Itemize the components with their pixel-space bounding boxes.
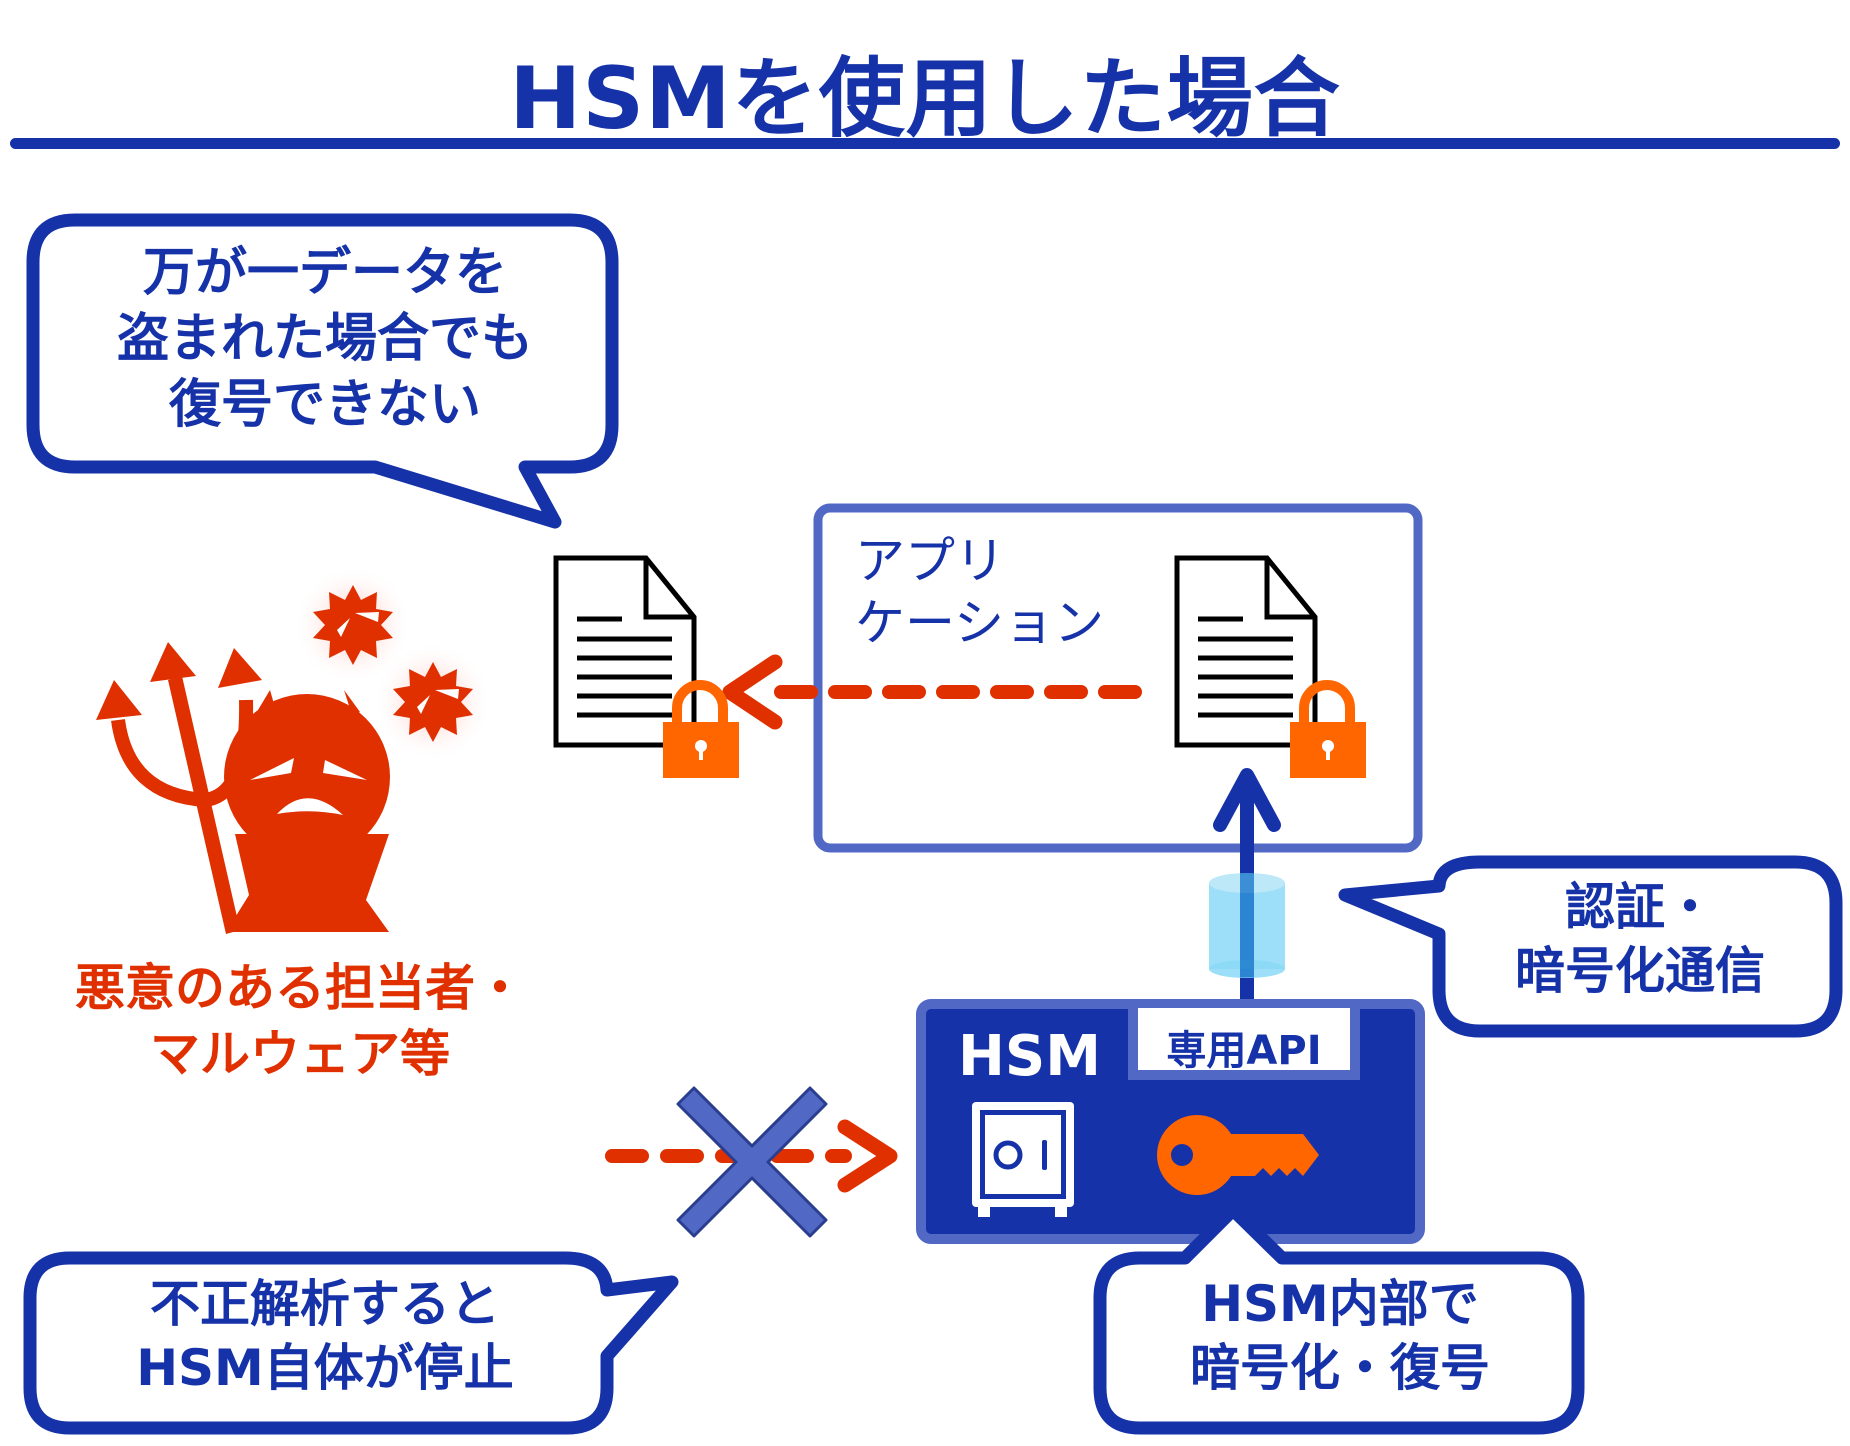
- virus-icon: [293, 565, 413, 685]
- key-icon: [1157, 1115, 1319, 1195]
- bubble-bottom-left-text: 不正解析すると HSM自体が停止: [136, 1275, 514, 1397]
- virus-icon: [373, 642, 493, 762]
- bubble-right-text: 認証・ 暗号化通信: [1515, 878, 1765, 1000]
- document-icon: [553, 555, 697, 748]
- page-title: HSMを使用した場合: [509, 49, 1341, 149]
- padlock-icon: [663, 680, 739, 778]
- speech-bubble-bottom-right: [1093, 1203, 1585, 1435]
- title-divider: [10, 138, 1840, 149]
- hsm-label: HSM: [958, 1024, 1101, 1089]
- devil-icon: [96, 642, 390, 934]
- application-label: アプリ ケーション: [855, 532, 1104, 652]
- safe-icon: [972, 1102, 1074, 1217]
- exfiltration-arrow: [722, 654, 1142, 730]
- cross-icon: [676, 1086, 828, 1238]
- speech-bubble-top-left: [26, 213, 619, 529]
- speech-bubble-bottom-left: [23, 1251, 679, 1435]
- api-label: 専用API: [1166, 1028, 1322, 1074]
- speech-bubble-right: [1338, 855, 1843, 1038]
- document-icon: [1174, 555, 1318, 748]
- bubble-top-left-text: 万が一データを 盗まれた場合でも 復号できない: [116, 243, 533, 435]
- villain-label: 悪意のある担当者・ マルウェア等: [75, 959, 525, 1083]
- cylinder-icon: [1209, 873, 1285, 978]
- padlock-icon: [1290, 680, 1366, 778]
- api-box: [1128, 1008, 1360, 1080]
- bubble-bottom-right-text: HSM内部で 暗号化・復号: [1190, 1275, 1490, 1397]
